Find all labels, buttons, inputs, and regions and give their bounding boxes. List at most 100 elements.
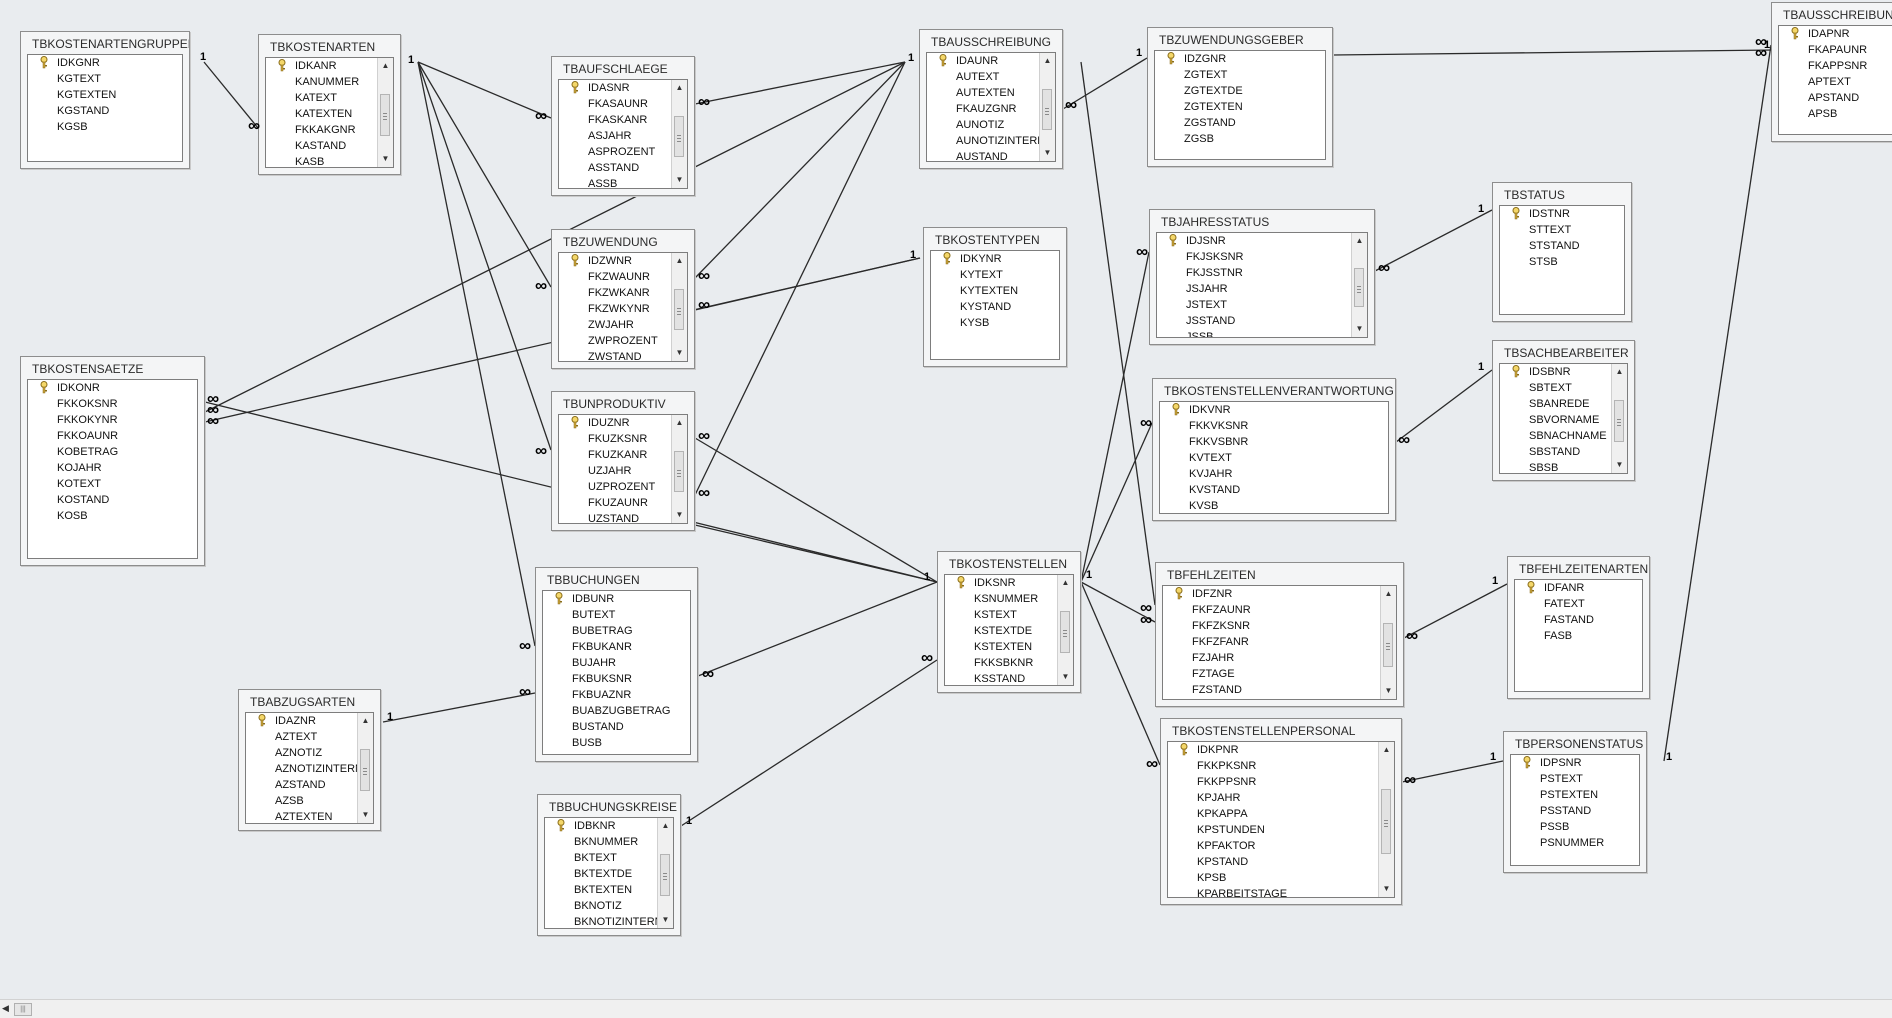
- field-row[interactable]: FKKSBKNR: [974, 657, 1034, 669]
- table-title[interactable]: TBFEHLZEITENARTEN: [1519, 562, 1649, 576]
- field-row[interactable]: FKAPAUNR: [1808, 44, 1868, 56]
- table-title[interactable]: TBABZUGSARTEN: [250, 695, 356, 709]
- relationship-line[interactable]: [694, 61, 906, 105]
- field-row[interactable]: KOJAHR: [57, 462, 102, 474]
- field-row[interactable]: FKKPKSNR: [1197, 760, 1257, 772]
- field-row[interactable]: SBANREDE: [1529, 398, 1590, 410]
- vertical-scrollbar[interactable]: ▲▼: [1057, 575, 1073, 685]
- horizontal-scrollbar[interactable]: ◀ |||: [0, 999, 1892, 1018]
- field-row[interactable]: KVSTAND: [1189, 484, 1241, 496]
- field-row[interactable]: FZSTAND: [1192, 684, 1242, 696]
- field-row[interactable]: KPSTUNDEN: [1197, 824, 1265, 836]
- field-row[interactable]: KATEXT: [295, 92, 337, 104]
- field-row[interactable]: FKBUAZNR: [572, 689, 632, 701]
- field-row[interactable]: BKTEXT: [574, 852, 617, 864]
- table-title[interactable]: TBKOSTENTYPEN: [935, 233, 1040, 247]
- table-title[interactable]: TBAUFSCHLAEGE: [563, 62, 668, 76]
- primary-key-field[interactable]: IDJSNR: [1157, 233, 1367, 249]
- scroll-down-arrow-icon[interactable]: ▼: [1355, 324, 1364, 333]
- table-tbausschreibungap[interactable]: TBAUSSCHREIBUNG_IDAPNRFKAPAUNRFKAPPSNRAP…: [1771, 2, 1892, 142]
- relationship-line[interactable]: [694, 61, 906, 279]
- field-row[interactable]: ZGTEXTEN: [1184, 101, 1243, 113]
- field-row[interactable]: KPSB: [1197, 872, 1227, 884]
- field-row[interactable]: FKASKANR: [588, 114, 648, 126]
- scroll-down-arrow-icon[interactable]: ▼: [381, 154, 390, 163]
- field-row[interactable]: UZSTAND: [588, 513, 640, 524]
- relationship-line[interactable]: [1663, 44, 1772, 762]
- scroll-up-arrow-icon[interactable]: ▲: [675, 83, 684, 92]
- scroll-up-arrow-icon[interactable]: ▲: [381, 61, 390, 70]
- field-row[interactable]: KSTEXT: [974, 609, 1017, 621]
- field-row[interactable]: AZSTAND: [275, 779, 326, 791]
- field-row[interactable]: AZTEXTEN: [275, 811, 333, 823]
- field-row[interactable]: KOSTAND: [57, 494, 110, 506]
- primary-key-field[interactable]: IDFANR: [1515, 580, 1642, 596]
- relationship-line[interactable]: [1395, 369, 1493, 443]
- field-row[interactable]: ASPROZENT: [588, 146, 656, 158]
- primary-key-field[interactable]: IDAPNR: [1779, 26, 1892, 42]
- table-title[interactable]: TBKOSTENARTENGRUPPEN: [32, 37, 189, 51]
- field-row[interactable]: STTEXT: [1529, 224, 1572, 236]
- relationship-line[interactable]: [680, 659, 938, 827]
- field-row[interactable]: AZNOTIZ: [275, 747, 323, 759]
- field-row[interactable]: SBSTAND: [1529, 446, 1581, 458]
- scroll-thumb[interactable]: [674, 451, 684, 492]
- field-row[interactable]: ASJAHR: [588, 130, 632, 142]
- field-row[interactable]: FKBUKANR: [572, 641, 632, 653]
- scroll-up-arrow-icon[interactable]: ▲: [661, 821, 670, 830]
- table-title[interactable]: TBJAHRESSTATUS: [1161, 215, 1270, 229]
- field-row[interactable]: FKZWKYNR: [588, 303, 650, 315]
- table-title[interactable]: TBFEHLZEITEN: [1167, 568, 1256, 582]
- field-row[interactable]: FKASAUNR: [588, 98, 648, 110]
- field-row[interactable]: KASB: [295, 156, 325, 168]
- table-title[interactable]: TBBUCHUNGSKREISE: [549, 800, 678, 814]
- scroll-thumb[interactable]: [1042, 89, 1052, 130]
- scroll-down-arrow-icon[interactable]: ▼: [675, 510, 684, 519]
- scroll-left-arrow-icon[interactable]: ◀: [2, 1003, 9, 1013]
- scroll-thumb[interactable]: [380, 94, 390, 136]
- primary-key-field[interactable]: IDKONR: [28, 380, 197, 396]
- field-row[interactable]: FKZWAUNR: [588, 271, 650, 283]
- table-title[interactable]: TBPERSONENSTATUS: [1515, 737, 1644, 751]
- relationship-line[interactable]: [697, 581, 938, 677]
- field-row[interactable]: BKNOTIZINTERN: [574, 916, 663, 928]
- scroll-down-arrow-icon[interactable]: ▼: [361, 810, 370, 819]
- scroll-thumb[interactable]: [1614, 400, 1624, 442]
- field-row[interactable]: SBVORNAME: [1529, 414, 1600, 426]
- field-row[interactable]: KATEXTEN: [295, 108, 353, 120]
- scroll-thumb[interactable]: [360, 749, 370, 791]
- primary-key-field[interactable]: IDZGNR: [1155, 51, 1325, 67]
- vertical-scrollbar[interactable]: ▲▼: [1351, 233, 1367, 337]
- field-row[interactable]: PSTEXTEN: [1540, 789, 1599, 801]
- scroll-down-arrow-icon[interactable]: ▼: [675, 348, 684, 357]
- scroll-down-arrow-icon[interactable]: ▼: [675, 175, 684, 184]
- field-row[interactable]: KPFAKTOR: [1197, 840, 1256, 852]
- field-row[interactable]: ZGTEXTDE: [1184, 85, 1243, 97]
- field-row[interactable]: FKUZAUNR: [588, 497, 648, 509]
- relationship-line[interactable]: [417, 61, 552, 119]
- field-row[interactable]: KVJAHR: [1189, 468, 1233, 480]
- table-title[interactable]: TBZUWENDUNGSGEBER: [1159, 33, 1304, 47]
- field-row[interactable]: FKKOAUNR: [57, 430, 119, 442]
- field-row[interactable]: UZJAHR: [588, 465, 632, 477]
- field-row[interactable]: STSB: [1529, 256, 1558, 268]
- field-row[interactable]: ZWSTAND: [588, 351, 642, 362]
- field-row[interactable]: BUSTAND: [572, 721, 624, 733]
- field-row[interactable]: BUSB: [572, 737, 602, 749]
- field-row[interactable]: FKZWKANR: [588, 287, 650, 299]
- primary-key-field[interactable]: IDFZNR: [1163, 586, 1396, 602]
- primary-key-field[interactable]: IDSBNR: [1500, 364, 1627, 380]
- relationship-line[interactable]: [1080, 61, 1156, 606]
- field-row[interactable]: ZWPROZENT: [588, 335, 658, 347]
- table-title[interactable]: TBSTATUS: [1504, 188, 1565, 202]
